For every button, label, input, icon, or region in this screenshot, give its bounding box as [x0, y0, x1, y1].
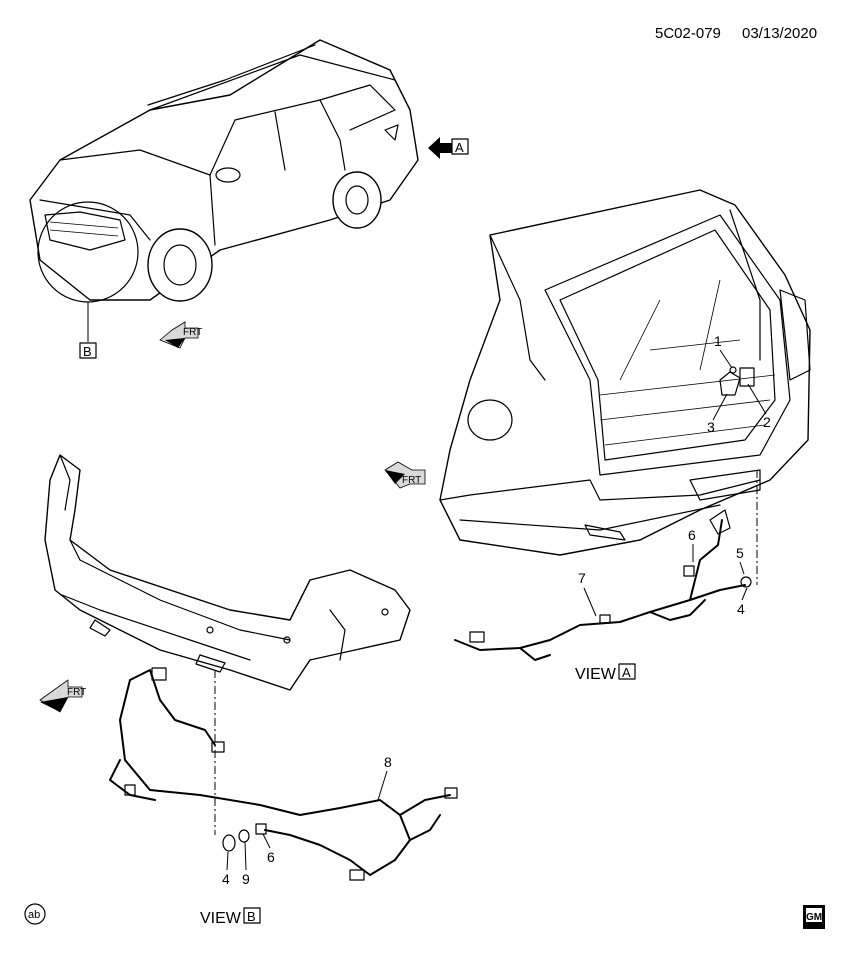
detail-b-letter: B: [83, 344, 92, 359]
frt-label-top: FRT: [183, 327, 202, 338]
callout-b-6: 6: [267, 849, 275, 865]
callout-a-3: 3: [707, 419, 715, 435]
callout-b-8: 8: [384, 754, 392, 770]
view-b-label-text: VIEW: [200, 910, 242, 927]
rear-cargo-view: [439, 189, 811, 585]
diagram-code: 5C02-079: [655, 25, 721, 42]
view-b-callouts: 4 9 6 8: [222, 754, 392, 887]
harness-8: [109, 667, 458, 881]
view-a-callouts: 1 2 3 6 5 4 7: [578, 333, 771, 617]
view-b-label-letter: B: [247, 909, 256, 924]
view-a-label-text: VIEW: [575, 666, 617, 683]
view-a-label-letter: A: [622, 665, 631, 680]
gm-brand-mark: GM: [803, 905, 825, 929]
view-a-arrow: A: [428, 137, 469, 159]
callout-a-5: 5: [736, 545, 744, 561]
callout-a-6: 6: [688, 527, 696, 543]
view-b-label: VIEW B: [200, 907, 261, 927]
detail-b-callout: B: [37, 201, 139, 359]
front-direction-indicator-top: FRT: [159, 321, 202, 349]
front-direction-indicator-bottom: FRT: [39, 679, 86, 713]
ab-logo: ab: [24, 903, 46, 925]
diagram-date: 03/13/2020: [742, 25, 817, 42]
front-direction-indicator-mid: FRT: [384, 461, 426, 489]
callout-b-4: 4: [222, 871, 230, 887]
view-a-label: VIEW A: [575, 663, 636, 683]
gm-brand-text: GM: [806, 912, 822, 923]
ab-logo-text: ab: [28, 909, 40, 921]
frt-label-bottom: FRT: [67, 687, 86, 698]
callout-a-1: 1: [714, 333, 722, 349]
callout-a-7: 7: [578, 570, 586, 586]
vehicle-overview: [29, 39, 419, 302]
frt-label-mid: FRT: [402, 475, 421, 486]
harness-7: [454, 509, 752, 661]
view-a-arrow-letter: A: [455, 140, 464, 155]
rear-bumper-fascia: [44, 454, 411, 835]
view-b-hardware: [222, 823, 267, 852]
view-a-sensor-hardware: [719, 366, 755, 396]
callout-b-9: 9: [242, 871, 250, 887]
callout-a-2: 2: [763, 414, 771, 430]
callout-a-4: 4: [737, 601, 745, 617]
